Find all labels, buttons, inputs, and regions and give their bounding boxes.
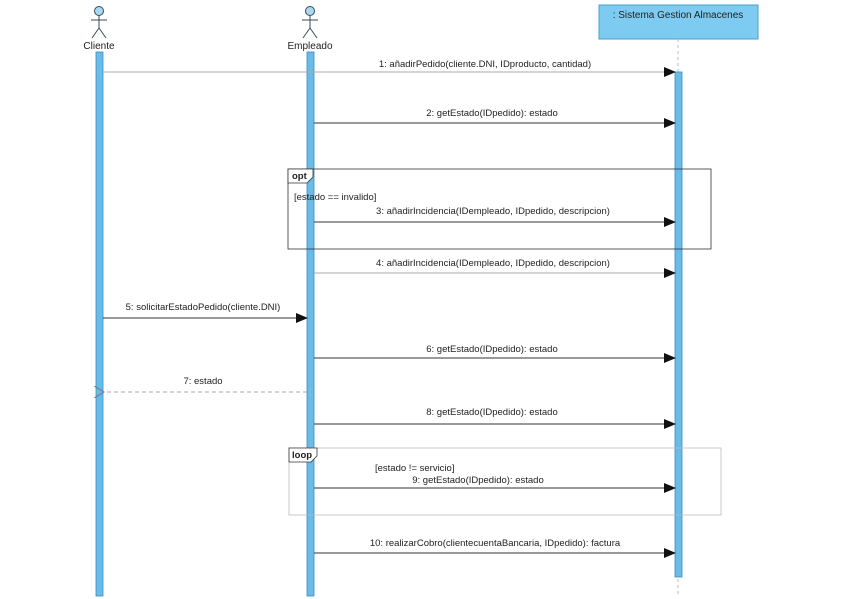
system-box xyxy=(598,4,759,40)
actor-label-cliente: Cliente xyxy=(83,41,115,52)
message-label: 1: añadirPedido(cliente.DNI, IDproducto,… xyxy=(379,59,591,70)
system-label: : Sistema Gestion Almacenes xyxy=(613,10,744,21)
message-10[interactable]: 10: realizarCobro(clientecuentaBancaria,… xyxy=(314,538,676,558)
message-3[interactable]: 3: añadirIncidencia(IDempleado, IDpedido… xyxy=(314,206,676,227)
fragment-loop-frame xyxy=(288,447,722,516)
message-7[interactable]: 7: estado xyxy=(104,376,307,392)
participant-sistema[interactable]: : Sistema Gestion Almacenes xyxy=(598,4,759,40)
message-8[interactable]: 8: getEstado(IDpedido): estado xyxy=(314,407,676,429)
fragment-opt-tag: opt xyxy=(292,171,308,182)
message-6[interactable]: 6: getEstado(IDpedido): estado xyxy=(314,344,676,363)
message-label: 3: añadirIncidencia(IDempleado, IDpedido… xyxy=(376,206,610,217)
activation-bar-sistema[interactable] xyxy=(674,71,683,578)
message-9[interactable]: 9: getEstado(IDpedido): estado xyxy=(314,475,676,493)
activation-bar-empleado[interactable] xyxy=(306,51,315,597)
fragment-loop-guard: [estado != servicio] xyxy=(375,463,454,474)
fragment-loop: loop [estado != servicio] xyxy=(288,447,722,516)
fragment-opt-tab xyxy=(287,168,314,184)
message-1[interactable]: 1: añadirPedido(cliente.DNI, IDproducto,… xyxy=(103,59,676,77)
message-2[interactable]: 2: getEstado(IDpedido): estado xyxy=(314,108,676,128)
actor-label-empleado: Empleado xyxy=(287,41,332,52)
stick-figure-icon xyxy=(91,6,107,39)
fragment-opt-frame xyxy=(287,168,712,250)
message-label: 9: getEstado(IDpedido): estado xyxy=(412,475,544,486)
fragment-loop-tag: loop xyxy=(292,450,312,461)
message-label: 10: realizarCobro(clientecuentaBancaria,… xyxy=(370,538,621,549)
activation-bar-cliente[interactable] xyxy=(95,51,104,597)
message-label: 2: getEstado(IDpedido): estado xyxy=(426,108,558,119)
message-label: 8: getEstado(IDpedido): estado xyxy=(426,407,558,418)
fragment-opt-guard: [estado == invalido] xyxy=(294,192,376,203)
actor-cliente[interactable]: Cliente xyxy=(83,6,115,53)
message-4[interactable]: 4: añadirIncidencia(IDempleado, IDpedido… xyxy=(314,258,676,278)
message-5[interactable]: 5: solicitarEstadoPedido(cliente.DNI) xyxy=(103,302,308,323)
fragment-opt: opt [estado == invalido] xyxy=(287,168,712,250)
message-label: 4: añadirIncidencia(IDempleado, IDpedido… xyxy=(376,258,610,269)
message-label: 7: estado xyxy=(183,376,222,387)
fragment-loop-tab xyxy=(288,447,318,463)
actor-empleado[interactable]: Empleado xyxy=(287,6,333,53)
message-label: 6: getEstado(IDpedido): estado xyxy=(426,344,558,355)
stick-figure-icon xyxy=(302,6,318,39)
message-label: 5: solicitarEstadoPedido(cliente.DNI) xyxy=(126,302,281,313)
